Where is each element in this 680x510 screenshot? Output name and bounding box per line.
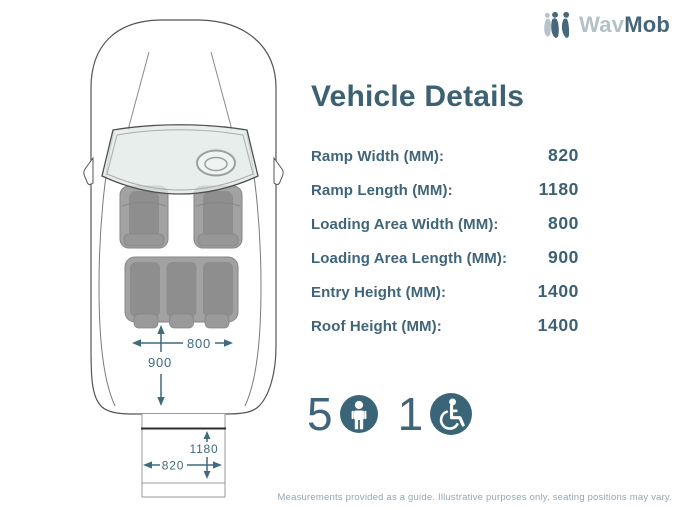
spec-value: 1400	[537, 315, 579, 335]
ramp-width-label: 820	[162, 459, 184, 473]
right-mirror	[273, 156, 284, 185]
seat-count: 5	[307, 388, 333, 440]
wheelchair-icon	[440, 398, 465, 430]
person-badge	[339, 395, 378, 433]
disclaimer-text: Measurements provided as a guide. Illust…	[277, 492, 672, 503]
spec-label: Ramp Length (MM):	[311, 182, 453, 199]
windshield-inner-line	[106, 129, 254, 191]
ramp-width-measurement	[143, 461, 222, 469]
spec-row-ramp-width: Ramp Width (MM): 820	[311, 145, 579, 166]
loading-area-width-label: 800	[187, 336, 211, 351]
spec-row-ramp-length: Ramp Length (MM): 1180	[311, 179, 579, 200]
car-body-outline	[90, 19, 277, 415]
person-icon	[351, 400, 367, 430]
loading-area-width-measurement	[132, 339, 233, 347]
spec-value: 1180	[538, 179, 579, 199]
front-seat-driver-side	[119, 185, 169, 249]
spec-label: Entry Height (MM):	[311, 284, 447, 301]
wavmob-logo-icon	[544, 11, 570, 38]
vehicle-top-down-diagram: 800 900 1180	[83, 19, 284, 498]
loading-area-length-measurement	[157, 325, 165, 406]
spec-value: 820	[548, 145, 579, 165]
spec-label: Ramp Width (MM):	[311, 148, 445, 165]
rear-ramp	[141, 413, 226, 498]
spec-label: Roof Height (MM):	[311, 318, 442, 335]
page-title: Vehicle Details	[311, 80, 525, 113]
front-seat-passenger-side	[193, 185, 243, 249]
spec-row-loading-area-length: Loading Area Length (MM): 900	[311, 247, 579, 268]
wheelchair-badge	[430, 393, 473, 435]
spec-group-loading-area: Loading Area Width (MM): 800 Loading Are…	[311, 213, 579, 268]
logo-brand-light: Wav	[579, 12, 625, 37]
wheelchair-count: 1	[397, 388, 424, 440]
wavmob-logo: WavMob	[542, 10, 670, 40]
steering-wheel	[196, 149, 236, 177]
left-mirror	[83, 156, 94, 185]
windshield	[101, 124, 259, 195]
hood-crease-right	[210, 51, 233, 131]
capacity-row: 5 1	[307, 388, 473, 440]
spec-row-loading-area-width: Loading Area Width (MM): 800	[311, 213, 579, 234]
spec-label: Loading Area Width (MM):	[311, 216, 499, 233]
hood-crease-left	[127, 51, 150, 131]
spec-row-roof-height: Roof Height (MM): 1400	[311, 315, 579, 336]
spec-group-ramp: Ramp Width (MM): 820 Ramp Length (MM): 1…	[311, 145, 579, 200]
logo-brand-bold: Mob	[624, 12, 670, 37]
loading-area-length-label: 900	[148, 355, 172, 370]
spec-row-entry-height: Entry Height (MM): 1400	[311, 281, 579, 302]
spec-value: 1400	[537, 281, 579, 301]
vehicle-details-panel: Vehicle Details Ramp Width (MM): 820 Ram…	[311, 80, 579, 349]
rear-bench-seat	[124, 256, 239, 329]
spec-group-height: Entry Height (MM): 1400 Roof Height (MM)…	[311, 281, 579, 336]
wavmob-logo-text: WavMob	[579, 12, 670, 38]
spec-value: 800	[548, 213, 579, 233]
spec-value: 900	[548, 247, 579, 267]
spec-label: Loading Area Length (MM):	[311, 250, 508, 267]
ramp-length-label: 1180	[189, 442, 218, 456]
